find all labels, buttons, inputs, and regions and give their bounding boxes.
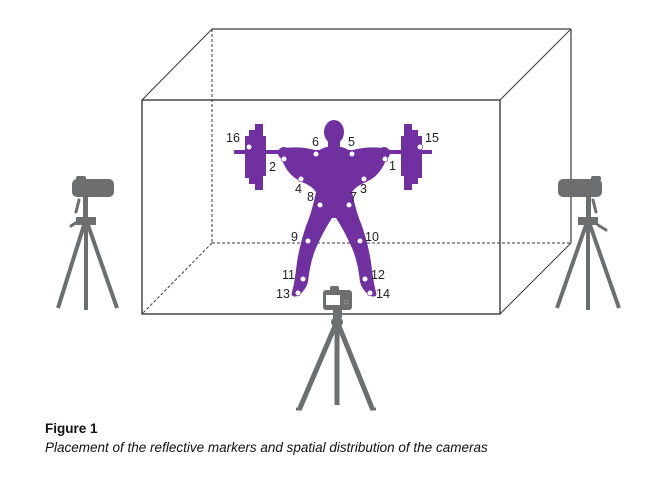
marker-dots [245,143,424,297]
marker-label-13: 13 [276,287,290,301]
marker-label-3: 3 [360,182,367,196]
marker-label-4: 4 [295,182,302,196]
marker-8-dot [316,201,324,209]
marker-label-16: 16 [226,131,240,145]
marker-label-10: 10 [365,230,379,244]
marker-label-6: 6 [312,135,319,149]
marker-label-12: 12 [371,268,385,282]
marker-10-dot [356,237,364,245]
marker-7-dot [345,201,353,209]
marker-15-dot [416,143,424,151]
marker-label-2: 2 [269,160,276,174]
capture-volume-box [141,28,572,315]
marker-label-1: 1 [389,159,396,173]
athlete-silhouette [234,120,432,297]
marker-labels: 1 2 3 4 5 6 7 8 9 10 11 12 13 14 15 16 [226,131,439,301]
marker-2-dot [280,155,288,163]
marker-4-dot [297,175,305,183]
marker-label-8: 8 [307,190,314,204]
marker-13-dot [294,289,302,297]
camera-front-icon [296,286,376,411]
marker-label-7: 7 [350,190,357,204]
marker-label-5: 5 [348,135,355,149]
marker-label-14: 14 [376,287,390,301]
marker-6-dot [312,150,320,158]
camera-right-icon [555,176,621,310]
marker-label-11: 11 [282,268,295,282]
marker-16-dot [245,143,253,151]
camera-left-icon [56,176,119,310]
marker-3-dot [360,175,368,183]
marker-14-dot [366,289,374,297]
marker-5-dot [348,150,356,158]
figure-caption: Placement of the reflective markers and … [45,440,488,455]
marker-9-dot [304,237,312,245]
figure-title: Figure 1 [45,421,98,436]
marker-label-15: 15 [425,131,439,145]
marker-11-dot [299,275,307,283]
marker-label-9: 9 [291,230,298,244]
marker-12-dot [361,275,369,283]
marker-1-dot [381,155,389,163]
